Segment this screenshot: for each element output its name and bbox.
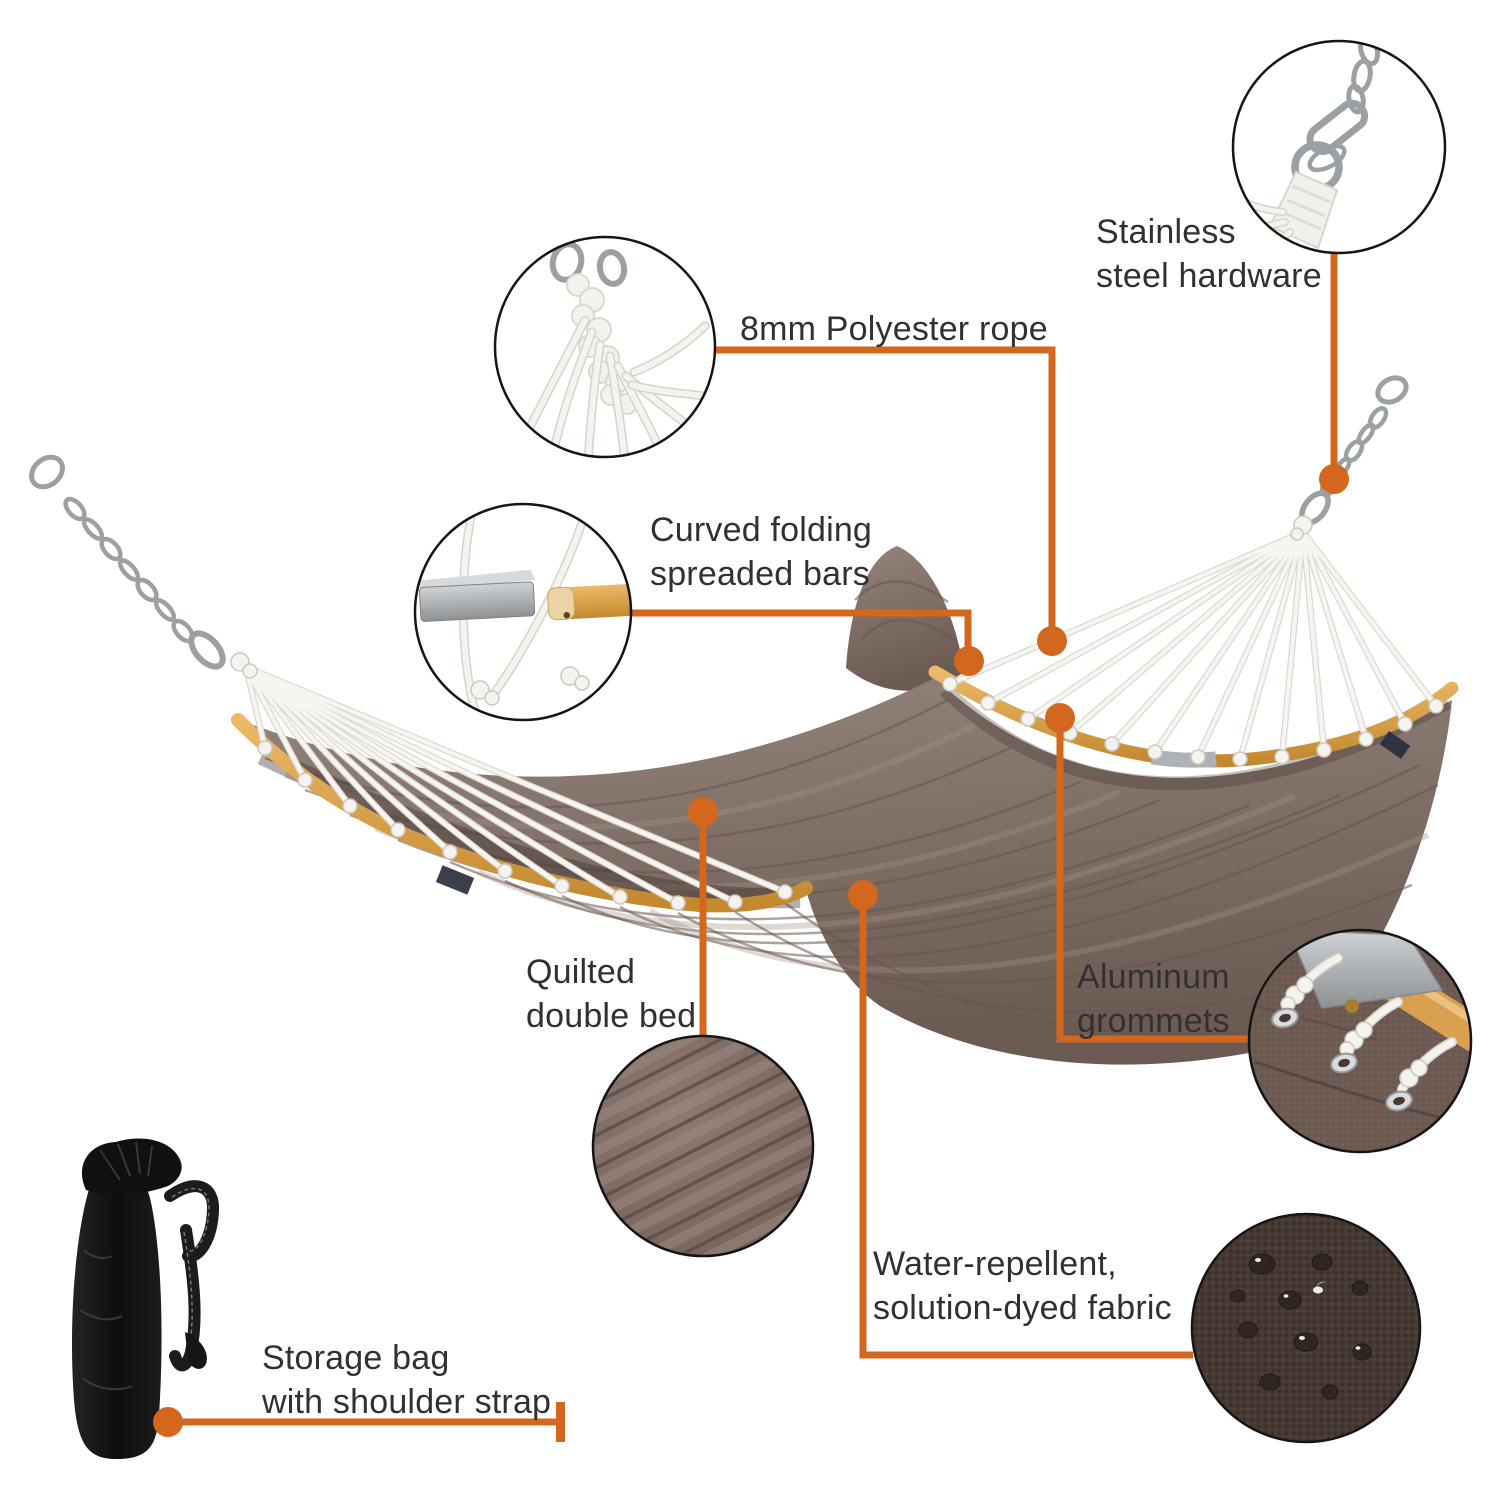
brass-pin — [1345, 999, 1359, 1013]
bag-crinkle-lines — [79, 1141, 153, 1391]
callout-line-storage-bag — [153, 1402, 565, 1442]
water-droplets — [1230, 1253, 1372, 1400]
left-hanging-chain — [29, 454, 258, 679]
label-line: Storage bag — [262, 1339, 450, 1377]
inset-folding-bars — [413, 502, 633, 722]
left-carabiner — [188, 630, 226, 670]
left-bar-tag — [435, 865, 475, 895]
label-quilted-double-bed: Quilted double bed — [526, 950, 696, 1038]
label-water-repellent-fabric: Water-repellent, solution-dyed fabric — [873, 1242, 1172, 1330]
inset-stainless-hardware — [1231, 39, 1447, 255]
label-line: double bed — [526, 997, 697, 1035]
inset-polyester-rope — [493, 235, 717, 459]
right-hanging-chain — [1290, 375, 1409, 541]
callout-line-quilted-bed — [688, 797, 718, 1037]
metal-bar-end — [416, 569, 536, 622]
label-line: with shoulder strap — [262, 1383, 552, 1421]
label-line: grommets — [1077, 1002, 1230, 1040]
label-line: solution-dyed fabric — [873, 1289, 1172, 1327]
label-line: Stainless — [1096, 213, 1236, 251]
storage-bag-body — [71, 1170, 162, 1460]
left-spreader-bar — [231, 713, 813, 913]
grommet-3 — [1385, 1037, 1457, 1112]
fabric-brand-tag — [1379, 730, 1411, 760]
right-bar-metal-joint — [1150, 749, 1217, 768]
label-storage-bag: Storage bag with shoulder strap — [262, 1336, 551, 1424]
label-aluminum-grommets: Aluminum grommets — [1077, 955, 1230, 1043]
label-line: 8mm Polyester rope — [740, 310, 1048, 348]
label-line: Aluminum — [1077, 958, 1230, 996]
grommet-2 — [1330, 997, 1403, 1074]
callout-line-folding-bars — [629, 609, 984, 676]
label-stainless-steel-hardware: Stainless steel hardware — [1096, 210, 1322, 298]
storage-bag-illustration — [71, 1138, 219, 1460]
hammock-fabric-far-corner — [846, 546, 964, 691]
label-line: Water-repellent, — [873, 1245, 1117, 1283]
label-curved-folding-bars: Curved folding spreaded bars — [650, 508, 872, 596]
bag-shoulder-strap — [164, 1180, 219, 1372]
label-line: spreaded bars — [650, 555, 870, 593]
label-polyester-rope: 8mm Polyester rope — [740, 307, 1048, 351]
hammock-fabric-bed — [238, 678, 1452, 1065]
label-line: Curved folding — [650, 511, 873, 549]
bamboo-bar-end — [547, 583, 631, 621]
label-line: steel hardware — [1096, 257, 1322, 295]
callout-connectors — [153, 250, 1349, 1442]
grommet-1 — [1271, 953, 1343, 1029]
inset-water-repellent-fabric — [1190, 1212, 1422, 1444]
right-rope-fan — [950, 532, 1436, 759]
hammock-illustration — [29, 375, 1459, 1065]
callout-line-polyester-rope — [712, 346, 1067, 656]
rope-knots — [257, 676, 1444, 911]
callout-line-water-repellent — [848, 880, 1193, 1359]
label-line: Quilted — [526, 953, 636, 991]
inset-aluminum-grommets — [1247, 928, 1473, 1154]
callout-line-aluminum-grommets — [1045, 703, 1250, 1043]
storage-bag-drawstring-top — [81, 1138, 182, 1195]
callout-line-stainless-hardware — [1319, 250, 1349, 494]
